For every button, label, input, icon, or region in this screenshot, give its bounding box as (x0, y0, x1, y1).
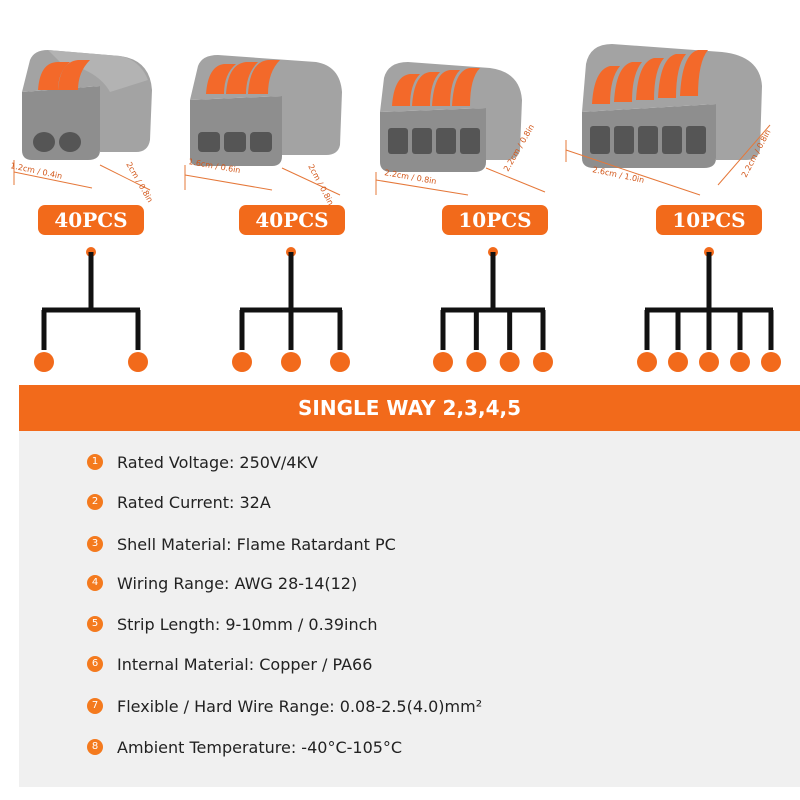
output-dot (330, 352, 350, 372)
quantity-badge-5-way: 10PCS (656, 205, 762, 235)
spec-number-badge: 4 (87, 575, 103, 591)
output-dot (730, 352, 750, 372)
connector-5-way (565, 44, 771, 196)
output-dot (34, 352, 54, 372)
connector-illustrations: 1.2cm / 0.4in 2cm / 0.8in 1.6cm / 0.6in … (10, 44, 773, 205)
spec-number-badge: 6 (87, 656, 103, 672)
spec-text: Rated Voltage: 250V/4KV (117, 452, 318, 472)
title-banner: SINGLE WAY 2,3,4,5 (19, 385, 800, 431)
output-dot (466, 352, 487, 372)
wiring-diagrams (34, 247, 781, 372)
connector-2-way (13, 50, 152, 191)
output-dot (499, 352, 520, 372)
spec-item-shell-material: 3 Shell Material: Flame Ratardant PC (87, 533, 396, 555)
quantity-badge-4-way: 10PCS (442, 205, 548, 235)
spec-text: Strip Length: 9-10mm / 0.39inch (117, 614, 378, 634)
output-dot (533, 352, 553, 372)
dim-depth-2-way: 2cm / 0.8in (124, 161, 154, 205)
output-dot (668, 352, 688, 372)
spec-number-badge: 3 (87, 536, 103, 552)
output-dot (281, 352, 301, 372)
spec-panel: 1 Rated Voltage: 250V/4KV 2 Rated Curren… (19, 431, 800, 787)
spec-item-internal-material: 6 Internal Material: Copper / PA66 (87, 653, 372, 675)
spec-text: Ambient Temperature: -40°C-105°C (117, 737, 403, 757)
spec-text: Wiring Range: AWG 28-14(12) (117, 573, 358, 593)
spec-item-strip-length: 5 Strip Length: 9-10mm / 0.39inch (87, 613, 378, 635)
spec-text: Internal Material: Copper / PA66 (117, 654, 373, 674)
dim-width-5-way: 2.6cm / 1.0in (592, 165, 645, 185)
spec-text: Flexible / Hard Wire Range: 0.08-2.5(4.0… (117, 696, 483, 716)
spec-text: Shell Material: Flame Ratardant PC (117, 534, 396, 554)
spec-number-badge: 2 (87, 494, 103, 510)
spec-item-ambient-temperature: 8 Ambient Temperature: -40°C-105°C (87, 736, 402, 758)
connector-4-way (375, 62, 546, 196)
spec-number-badge: 1 (87, 454, 103, 470)
dim-depth-3-way: 2cm / 0.8in (306, 163, 335, 205)
output-dot (232, 352, 252, 372)
spec-item-rated-current: 2 Rated Current: 32A (87, 491, 271, 513)
spec-item-rated-voltage: 1 Rated Voltage: 250V/4KV (87, 451, 318, 473)
spec-item-wiring-range: 4 Wiring Range: AWG 28-14(12) (87, 572, 357, 594)
spec-text: Rated Current: 32A (117, 492, 271, 512)
connector-3-way (184, 55, 342, 196)
spec-number-badge: 5 (87, 616, 103, 632)
output-dot (699, 352, 719, 372)
output-dot (433, 352, 453, 372)
output-dot (128, 352, 148, 372)
spec-item-wire-range: 7 Flexible / Hard Wire Range: 0.08-2.5(4… (87, 695, 482, 717)
spec-number-badge: 8 (87, 739, 103, 755)
banner-title: SINGLE WAY 2,3,4,5 (298, 396, 521, 420)
spec-number-badge: 7 (87, 698, 103, 714)
quantity-badge-3-way: 40PCS (239, 205, 345, 235)
output-dot (761, 352, 781, 372)
output-dot (637, 352, 657, 372)
quantity-badge-2-way: 40PCS (38, 205, 144, 235)
dim-width-2-way: 1.2cm / 0.4in (10, 161, 63, 181)
